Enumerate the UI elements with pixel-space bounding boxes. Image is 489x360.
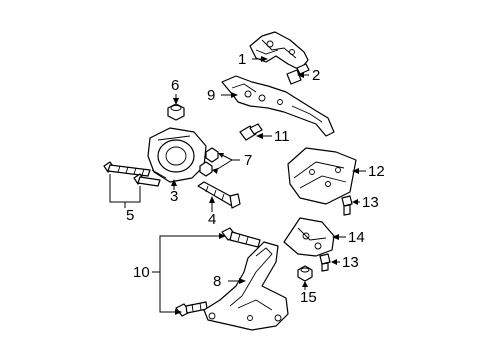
part-14-lower-bracket <box>283 217 335 257</box>
callout-8: 8 <box>213 273 221 290</box>
part-9-mount-bracket <box>221 75 335 137</box>
callout-2: 2 <box>312 67 320 84</box>
part-7-nuts <box>199 147 219 177</box>
part-8-transmission-bracket <box>203 241 289 331</box>
callout-12: 12 <box>368 163 385 180</box>
callout-4: 4 <box>208 211 216 228</box>
part-5-bolts <box>103 161 161 187</box>
part-13-bolt-upper <box>341 195 353 216</box>
part-12-plate-bracket <box>287 147 357 205</box>
callout-11: 11 <box>274 128 290 145</box>
part-4-bolt <box>197 181 241 209</box>
callout-10: 10 <box>133 264 150 281</box>
callout-13-upper: 13 <box>362 194 379 211</box>
part-11-bolt <box>239 123 263 141</box>
callout-15: 15 <box>300 289 317 306</box>
callout-13-lower: 13 <box>342 254 359 271</box>
callout-5: 5 <box>126 207 134 224</box>
part-6-nut <box>167 103 185 121</box>
part-3-engine-mount <box>147 127 207 183</box>
part-1-upper-bracket <box>249 31 309 71</box>
callout-9: 9 <box>207 87 215 104</box>
callout-7: 7 <box>244 152 252 169</box>
part-15-nut <box>297 265 313 282</box>
callout-3: 3 <box>170 188 178 205</box>
callout-1: 1 <box>238 51 246 68</box>
part-13-bolt-lower <box>319 253 331 272</box>
callout-6: 6 <box>171 77 179 94</box>
callout-14: 14 <box>348 229 365 246</box>
part-2-bolt <box>286 63 310 85</box>
